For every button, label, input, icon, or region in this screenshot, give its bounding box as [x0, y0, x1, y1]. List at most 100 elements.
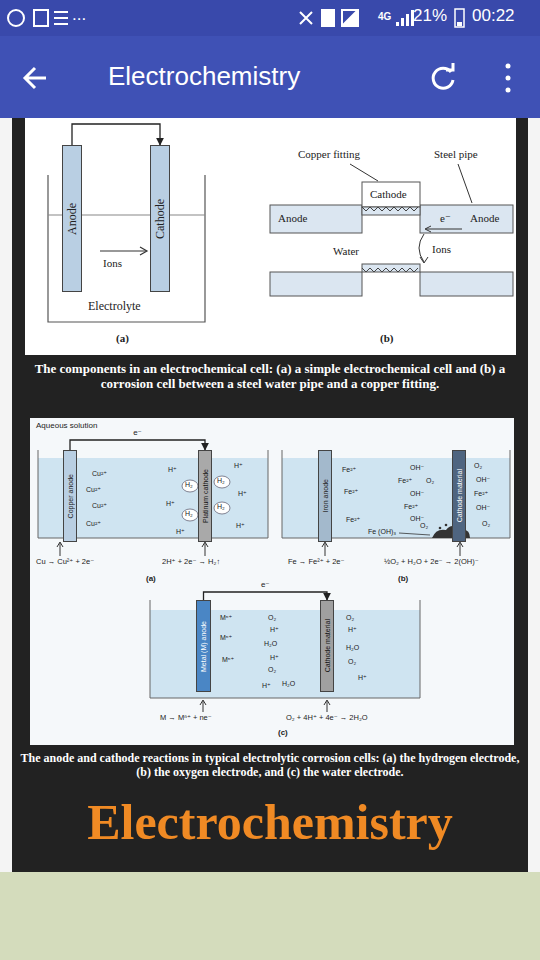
- electrode: Iron anode: [318, 450, 332, 542]
- figure-label: Aqueous solution: [36, 421, 97, 430]
- water-electrode-cell-part: [200, 700, 330, 712]
- ion-label: O₂: [482, 520, 490, 528]
- status-text: ...: [72, 5, 86, 25]
- water-electrode-cell: [150, 600, 420, 712]
- electrode: Cathode: [150, 145, 170, 292]
- figure-label: Electrolyte: [88, 300, 141, 314]
- ion-label: Fe²⁺: [346, 516, 360, 524]
- panel-letter: (c): [278, 728, 288, 737]
- status-icons-part: [344, 12, 356, 24]
- pipe-corrosion-cell-part: [270, 272, 362, 296]
- pipe-corrosion-cell-part: [362, 268, 418, 272]
- ion-label: Fe²⁺: [398, 477, 412, 485]
- ion-label: Cu²⁺: [92, 502, 107, 510]
- screen-background-part: [12, 118, 528, 872]
- ion-label: H⁺: [168, 466, 177, 474]
- reaction-equation: O₂ + 4H⁺ + 4e⁻ → 2H₂O: [286, 714, 368, 723]
- ion-label: H⁺: [234, 462, 243, 470]
- figure-label: Water: [333, 245, 359, 258]
- water-electrode-cell-part: [150, 600, 420, 698]
- banner-title: Electrochemistry: [12, 794, 528, 852]
- status-icons-part: [455, 9, 464, 27]
- status-text: 4G: [378, 11, 391, 23]
- oxygen-electrode-cell-part: [445, 524, 448, 527]
- figure-label: Copper fitting: [298, 148, 360, 161]
- ion-label: H⁺: [176, 528, 185, 536]
- ion-label: Cu²⁺: [86, 486, 101, 494]
- ion-label: H₂: [217, 477, 225, 485]
- pipe-corrosion-cell-part: [425, 226, 462, 232]
- figure-label: Cathode: [370, 188, 407, 201]
- figure-caption: The anode and cathode reactions in typic…: [20, 752, 520, 780]
- pipe-corrosion-cell: [270, 164, 513, 296]
- ion-label: H₂: [185, 481, 193, 489]
- figure-label: Anode: [278, 212, 307, 225]
- pipe-corrosion-cell-part: [362, 264, 420, 272]
- reaction-equation: Fe → Fe²⁺ + 2e⁻: [288, 558, 344, 567]
- simple-cell-beaker-part: [100, 250, 146, 251]
- reaction-equation: M → Mⁿ⁺ + ne⁻: [160, 714, 212, 723]
- pipe-corrosion-cell-part: [420, 272, 513, 296]
- status-icons-part: [342, 10, 358, 26]
- ion-label: H⁺: [270, 626, 279, 634]
- oxygen-electrode-cell-part: [399, 533, 430, 535]
- ion-label: OH⁻: [410, 490, 424, 498]
- panel-letter: (a): [146, 574, 156, 583]
- figure-label: e⁻: [440, 212, 451, 225]
- app-bar-icons-part: [506, 88, 511, 93]
- ion-label: H⁺: [238, 490, 247, 498]
- hydrogen-electrode-cell-part: [57, 542, 208, 556]
- wire-label: e⁻: [131, 429, 144, 438]
- pipe-corrosion-cell-part: [350, 164, 472, 203]
- hydrogen-electrode-cell-part-part: [182, 480, 198, 492]
- oxygen-electrode-cell-part: [322, 542, 463, 556]
- pipe-corrosion-cell-part: [419, 234, 428, 263]
- panel-letter: (b): [398, 574, 408, 583]
- ion-label: Fe²⁺: [342, 466, 356, 474]
- ion-label: O₂: [268, 666, 276, 674]
- figure-panels-part: [25, 118, 516, 355]
- ion-label: H⁺: [236, 522, 245, 530]
- ion-label: H⁺: [358, 674, 367, 682]
- ion-label: O₂: [346, 614, 354, 622]
- oxygen-electrode-cell-part: [282, 458, 510, 538]
- figure-label: Steel pipe: [434, 148, 478, 161]
- screen-background-part: [0, 36, 540, 118]
- ion-label: H₂: [217, 503, 225, 511]
- ion-label: Mⁿ⁺: [222, 656, 234, 664]
- pipe-corrosion-cell-part: [420, 205, 513, 233]
- ion-label: Fe²⁺: [344, 488, 358, 496]
- figure-label: Ions: [432, 243, 451, 256]
- pipe-corrosion-cell-part: [362, 207, 420, 215]
- water-electrode-cell-part: [150, 610, 420, 698]
- wire: [70, 440, 205, 450]
- electrode: Platinum cathode: [198, 450, 212, 542]
- oxygen-electrode-cell-part: [439, 527, 442, 530]
- ion-label: Fe²⁺: [404, 503, 418, 511]
- electrode: Metal (M) anode: [196, 600, 211, 692]
- electrode: Cathode material: [320, 600, 334, 692]
- status-icons-part: [8, 10, 24, 26]
- ion-label: O₂: [348, 658, 356, 666]
- figure-caption: The components in an electrochemical cel…: [18, 362, 522, 392]
- app-bar-icons-part: [506, 64, 511, 69]
- ion-label: H₂O: [282, 680, 295, 688]
- electrode-label: Cathode: [154, 199, 166, 239]
- ion-label: OH⁻: [410, 515, 424, 523]
- ion-label: O₂: [268, 614, 276, 622]
- ion-label: H₂O: [264, 640, 277, 648]
- app-bar-icons-part: [25, 68, 46, 88]
- panel-letter: (b): [380, 332, 393, 345]
- ion-label: Cu²⁺: [86, 520, 101, 528]
- electrode-label: Anode: [66, 203, 78, 235]
- wire: [204, 592, 328, 600]
- status-icons-part: [34, 10, 48, 26]
- figure-panels-part: [30, 418, 514, 745]
- status-icons-part: [300, 12, 312, 24]
- status-text: 00:22: [472, 6, 515, 26]
- reaction-equation: 2H⁺ + 2e⁻ → H₂↑: [162, 558, 220, 567]
- panel-letter: (a): [116, 332, 129, 345]
- electrode: Anode: [62, 145, 82, 292]
